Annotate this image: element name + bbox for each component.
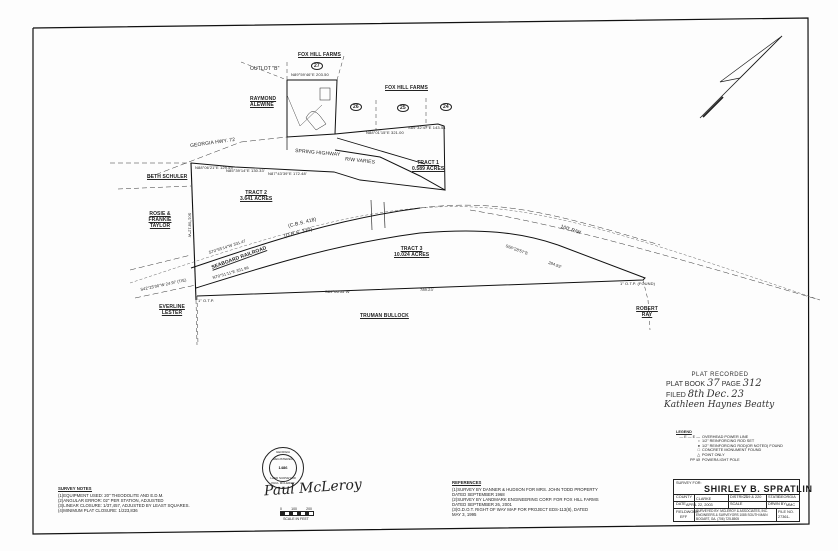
survey-notes-title: SURVEY NOTES: [58, 486, 92, 492]
legend-item: △POINT ONLY: [697, 452, 725, 457]
state-value: GEORGIA: [778, 495, 796, 499]
reference-item: DATED SEPTEMBER 1968: [452, 492, 505, 497]
adjoiner-robert-ray: ROBERT RAY: [636, 306, 658, 318]
reference-item: (2)SURVEY BY LANDMARK ENGINEERING CORP. …: [452, 497, 599, 502]
survey-note: (2)ANGULAR ERROR: 02" PER STATION, ADJUS…: [58, 498, 164, 503]
lot-number-25: 25: [397, 104, 409, 112]
distance-south-line: 789.23': [420, 287, 434, 292]
legend-item: □CONCRETE MONUMENT FOUND: [697, 448, 762, 453]
district-value: 219 & 220: [744, 495, 762, 499]
adjoiner-beth-schuler: BETH SCHULER: [147, 174, 188, 180]
survey-note: (3)LINEAR CLOSURE: 1/37,457, ADJUSTED BY…: [58, 503, 190, 508]
scale-bar-graphic: [280, 511, 314, 516]
adjoiner-rosie-frankie-taylor: ROSIE & FRANKIE TAYLOR: [148, 211, 172, 229]
lot-number-26: 26: [350, 103, 362, 111]
tract-1-label: TRACT 1 0.589 ACRES: [412, 160, 445, 172]
reference-item: (3)G.D.O.T. RIGHT OF WAY MAP FOR PROJECT…: [452, 507, 589, 512]
title-block: SURVEY FOR: SHIRLEY B. SPRATLIN COUNTY C…: [673, 479, 812, 522]
reference-item: MAY 3, 1995: [452, 512, 477, 517]
iron-pin-label: 1" O.T.P.: [198, 298, 215, 303]
recorded-filed: FILED 8th Dec. 23: [666, 389, 744, 400]
legend: LEGEND — E — E —OVERHEAD POWER LINE ○1/2…: [676, 430, 783, 462]
legend-title: LEGEND: [676, 430, 692, 434]
bearing-hwy-1: N88°06'21"E 129.59': [195, 165, 234, 170]
survey-note: (1)EQUIPMENT USED: 20" THEODOLITE AND E.…: [58, 493, 164, 498]
bearing-top-lot: N89°59'46"E 203.50: [291, 72, 329, 77]
date-value: APRIL 22, 2003: [686, 503, 713, 507]
recorded-book-page: PLAT BOOK 37 PAGE 312: [666, 378, 762, 389]
adjoiner-fox-hill-farms-right: FOX HILL FARMS: [385, 85, 428, 91]
bearing-tract1-north: N88°01'15"E 321.00: [366, 130, 404, 135]
references: REFERENCES (1)SURVEY BY DANNER & HUDSON …: [452, 480, 599, 517]
county-value: CLARKE: [696, 497, 712, 501]
owner-name: SHIRLEY B. SPRATLIN: [704, 484, 813, 494]
recorded-clerk-signature: Kathleen Haynes Beatty: [664, 400, 775, 410]
adjoiner-truman-bullock: TRUMAN BULLOCK: [360, 313, 409, 319]
bearing-west-line: S01°08'12"W: [187, 212, 193, 238]
adjoiner-raymond-alewine: RAYMOND ALEWINE: [250, 96, 277, 108]
iron-pin-found-label: 1" O.T.P. (FOUND): [620, 281, 656, 286]
lot-number-24: 24: [440, 103, 452, 111]
seal-number: 1486: [269, 454, 297, 482]
fieldwork-value: EFF: [680, 515, 688, 519]
survey-notes: SURVEY NOTES (1)EQUIPMENT USED: 20" THEO…: [58, 486, 190, 513]
survey-note: (4)MINIMUM PLAT CLOSURE: 1/223,836: [58, 508, 138, 513]
adjoiner-everline-lester: EVERLINE LESTER: [159, 304, 185, 316]
bearing-south-line: S89°06'55"W: [325, 289, 350, 294]
north-arrow-icon: [699, 35, 783, 119]
scale-bar: 0 100 200 SCALE IN FEET: [280, 507, 314, 521]
bearing-hwy-3: N87°43'39"E 172.48': [268, 171, 307, 176]
legend-item: ●1/2" REINFORCING ROD(OR NOTED) FOUND: [697, 443, 783, 448]
tract-2-label: TRACT 2 3.641 ACRES: [240, 190, 273, 202]
adjoiner-fox-hill-farms-top: FOX HILL FARMS: [298, 52, 341, 58]
plat-recorded-stamp: PLAT RECORDED PLAT BOOK 37 PAGE 312 FILE…: [660, 372, 780, 410]
legend-item: ○1/2" REINFORCING ROD SET: [697, 439, 755, 444]
legend-item: — E — E —OVERHEAD POWER LINE: [679, 434, 749, 439]
survey-for-label: SURVEY FOR:: [676, 481, 702, 485]
file-number-value: 27361-: [778, 515, 790, 519]
references-title: REFERENCES: [452, 480, 482, 486]
drawn-by-value: MMC: [786, 503, 796, 507]
lot-number-27: 27: [311, 62, 323, 70]
recorded-title: PLAT RECORDED: [691, 372, 749, 378]
tract-3-label: TRACT 3 10.024 ACRES: [394, 246, 430, 258]
bearing-hwy-2: N85°39'14"E 130.33': [226, 168, 265, 173]
reference-item: DATED SEPTEMBER 26, 2001: [452, 502, 512, 507]
bearing-tract1-north-2: S89°32'47"E 143.54: [408, 125, 446, 130]
surveyor-seal: GEORGIA 1486 REGISTERED LAND SURVEYOR PA…: [262, 447, 304, 489]
reference-item: (1)SURVEY BY DANNER & HUDSON FOR MRS. JO…: [452, 487, 598, 492]
outlot-label: OUTLOT "B": [250, 66, 280, 72]
